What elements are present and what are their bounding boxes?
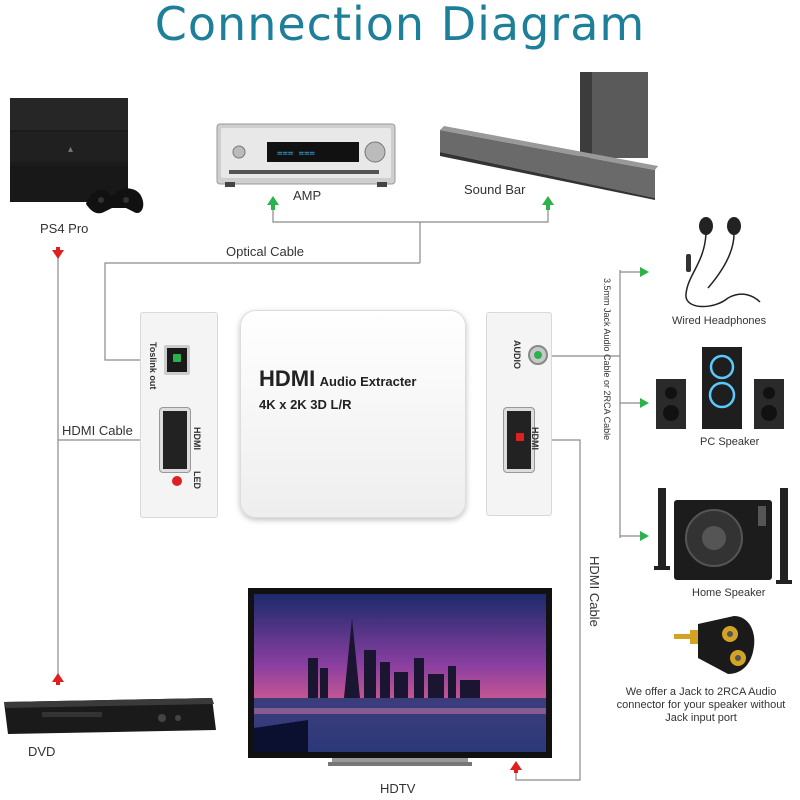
dvd-device [2, 694, 218, 738]
arrow-amp [267, 196, 279, 205]
extractor-subtitle: Audio Extracter [319, 374, 417, 389]
headphones-label: Wired Headphones [672, 315, 767, 327]
amp-label: AMP [293, 188, 322, 203]
home-speaker-device [652, 482, 798, 586]
adapter-note-line2: connector for your speaker without [616, 699, 786, 711]
optical-cable-line [272, 205, 549, 223]
hdtv-icon [248, 588, 552, 766]
pc-speaker-icon [656, 347, 784, 429]
headphones-icon [685, 217, 761, 308]
arrow-ps4-down [52, 250, 64, 259]
ps4-label: PS4 Pro [40, 221, 89, 236]
adapter-note-line1: We offer a Jack to 2RCA Audio [625, 686, 777, 698]
soundbar-icon [440, 72, 658, 200]
hdmi-cable-left-label: HDMI Cable [62, 423, 133, 438]
soundbar-label: Sound Bar [464, 182, 526, 197]
svg-text:▴: ▴ [68, 144, 73, 155]
arrow-headphones [640, 267, 649, 277]
arrow-pc-speaker [640, 398, 649, 408]
led-label: LED [192, 471, 202, 489]
ps4-device: ▴ [8, 96, 148, 214]
hdtv-label: HDTV [380, 781, 416, 796]
jack-cable-label: 3.5mm Jack Audio Cable or 2RCA Cable [602, 278, 612, 441]
hdmi-out-port[interactable] [504, 408, 534, 472]
headphones-device [668, 214, 768, 314]
ps4-console-icon: ▴ [10, 98, 144, 214]
toslink-port[interactable] [164, 345, 190, 375]
audio-port-label: AUDIO [512, 340, 522, 369]
arrow-soundbar [542, 196, 554, 205]
svg-text:=== ===: === === [277, 149, 316, 159]
led-indicator [172, 476, 182, 486]
adapter-note-line3: Jack input port [665, 712, 737, 724]
pc-speaker-label: PC Speaker [700, 436, 760, 448]
dvd-player-icon [4, 698, 216, 734]
extractor-title: HDMI [259, 366, 316, 391]
audio-jack-port[interactable] [528, 345, 548, 365]
rca-adapter-device [672, 612, 768, 680]
extractor-spec: 4K x 2K 3D L/R [259, 397, 352, 412]
home-speaker-icon [654, 488, 792, 584]
page-title: Connection Diagram [154, 0, 646, 51]
toslink-port-label: Toslink out [148, 342, 158, 390]
rca-adapter-icon [674, 616, 755, 674]
hdmi-in-port[interactable] [160, 408, 190, 472]
adapter-note: We offer a Jack to 2RCA Audio connector … [606, 686, 796, 725]
hdmi-cable-right-label: HDMI Cable [587, 556, 602, 627]
arrow-home-speaker [640, 531, 649, 541]
dvd-label: DVD [28, 744, 56, 759]
optical-cable-label: Optical Cable [226, 244, 305, 259]
hdmi-out-line [515, 439, 581, 781]
arrow-hdtv-up [510, 761, 522, 770]
hdtv-device [248, 588, 552, 778]
hdmi-in-port-label: HDMI [192, 427, 202, 450]
hdmi-out-port-label: HDMI [530, 427, 540, 450]
pc-speaker-device [654, 345, 788, 431]
arrow-dvd-up [52, 673, 64, 682]
hdmi-audio-extractor: HDMI Audio Extracter 4K x 2K 3D L/R [240, 310, 466, 518]
amp-device: === === [215, 122, 397, 188]
home-speaker-label: Home Speaker [692, 587, 766, 599]
amp-icon: === === [216, 123, 396, 187]
soundbar-device [430, 70, 660, 200]
